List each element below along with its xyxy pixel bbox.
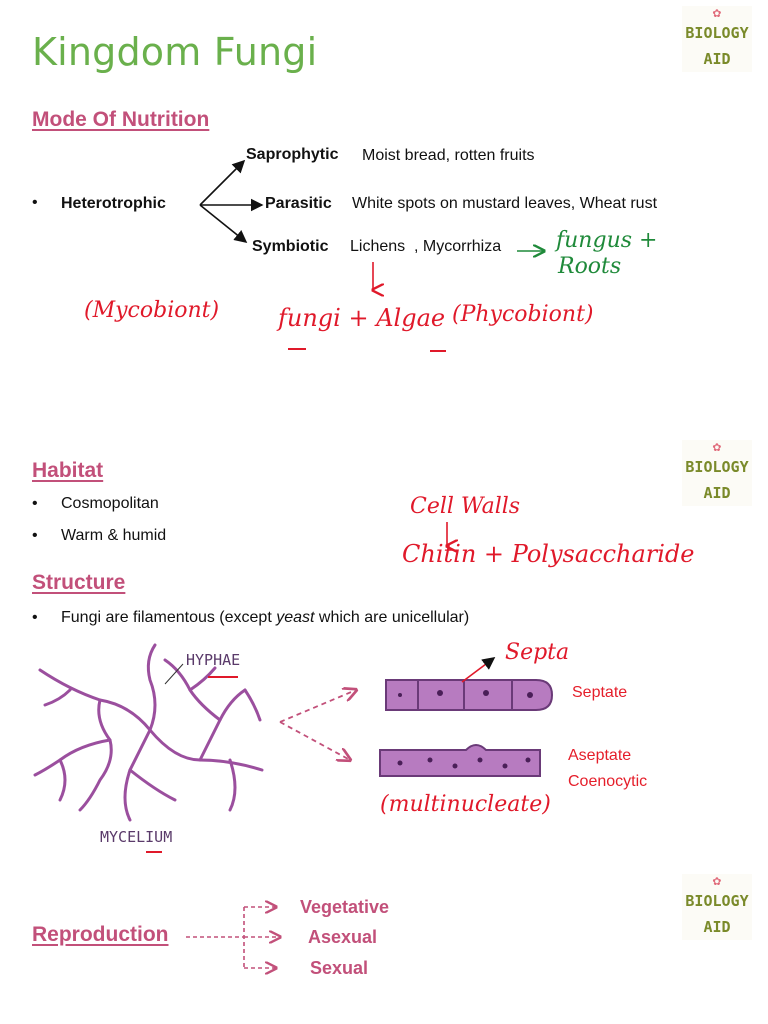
reproduction-heading: Reproduction <box>32 923 169 946</box>
bullet: • <box>32 495 38 512</box>
bullet: • <box>32 194 38 211</box>
aseptate-label: Aseptate <box>568 747 632 764</box>
mycelium-label: MYCELIUM <box>100 828 173 846</box>
logo-line-2: AID <box>703 918 731 936</box>
fungus-roots-note-1: fungus + <box>556 228 658 253</box>
parasitic-example: White spots on mustard leaves, Wheat rus… <box>352 195 658 212</box>
reproduction-arrows <box>186 907 280 968</box>
symbiotic-label: Symbiotic <box>252 238 329 255</box>
heterotrophic-label: Heterotrophic <box>61 195 166 212</box>
nutrition-heading: Mode Of Nutrition <box>32 108 210 131</box>
flower-icon: ✿ <box>712 5 722 21</box>
flower-icon: ✿ <box>712 439 722 455</box>
logo-line-2: AID <box>703 484 731 502</box>
cell-walls-note: Cell Walls <box>410 494 521 519</box>
coenocytic-label: Coenocytic <box>568 773 648 790</box>
reproduction-type: Sexual <box>310 958 369 978</box>
aseptate-hypha <box>379 744 541 777</box>
biology-aid-logo: ✿ BIOLOGY AID <box>682 874 752 940</box>
fungus-roots-note-2: Roots <box>558 254 622 279</box>
septate-label: Septate <box>572 684 628 701</box>
nutrition-arrows <box>199 159 264 244</box>
yeast-word: yeast <box>276 609 315 626</box>
lichens-example: Lichens <box>350 238 406 255</box>
parasitic-label: Parasitic <box>265 195 332 212</box>
septate-hypha <box>385 679 554 711</box>
mycelium-drawing <box>33 643 264 822</box>
bullet: • <box>32 609 38 626</box>
logo-line-1: BIOLOGY <box>685 24 749 42</box>
habitat-heading: Habitat <box>32 459 104 482</box>
structure-heading: Structure <box>32 571 126 594</box>
biology-aid-logo: ✿ BIOLOGY AID <box>682 440 752 506</box>
sentence-part: Fungi are filamentous (except <box>61 609 277 626</box>
habitat-item: Warm & humid <box>61 527 167 544</box>
habitat-item: Cosmopolitan <box>61 495 159 512</box>
multinucleate-note: (multinucleate) <box>380 792 551 817</box>
fungi-algae-note: fungi + Algae <box>278 304 446 332</box>
biology-aid-logo: ✿ BIOLOGY AID <box>682 6 752 72</box>
structure-arrows <box>279 690 356 760</box>
saprophytic-label: Saprophytic <box>246 146 339 163</box>
mycobiont-note: (Mycobiont) <box>84 298 220 323</box>
bullet: • <box>32 527 38 544</box>
septa-note: Septa <box>505 640 570 665</box>
saprophytic-example: Moist bread, rotten fruits <box>362 147 535 164</box>
sentence-part: which are unicellular) <box>314 609 470 626</box>
logo-line-1: BIOLOGY <box>685 892 749 910</box>
logo-line-1: BIOLOGY <box>685 458 749 476</box>
reproduction-type: Vegetative <box>300 897 390 917</box>
mycorrhiza-example: , Mycorrhiza <box>414 238 502 255</box>
structure-sentence: Fungi are filamentous (except yeast whic… <box>61 609 469 627</box>
flower-icon: ✿ <box>712 873 722 889</box>
page-title: Kingdom Fungi <box>32 30 318 74</box>
phycobiont-note: (Phycobiont) <box>452 302 594 327</box>
hyphae-label: HYPHAE <box>186 651 241 669</box>
reproduction-type: Asexual <box>308 927 378 947</box>
logo-line-2: AID <box>703 50 731 68</box>
